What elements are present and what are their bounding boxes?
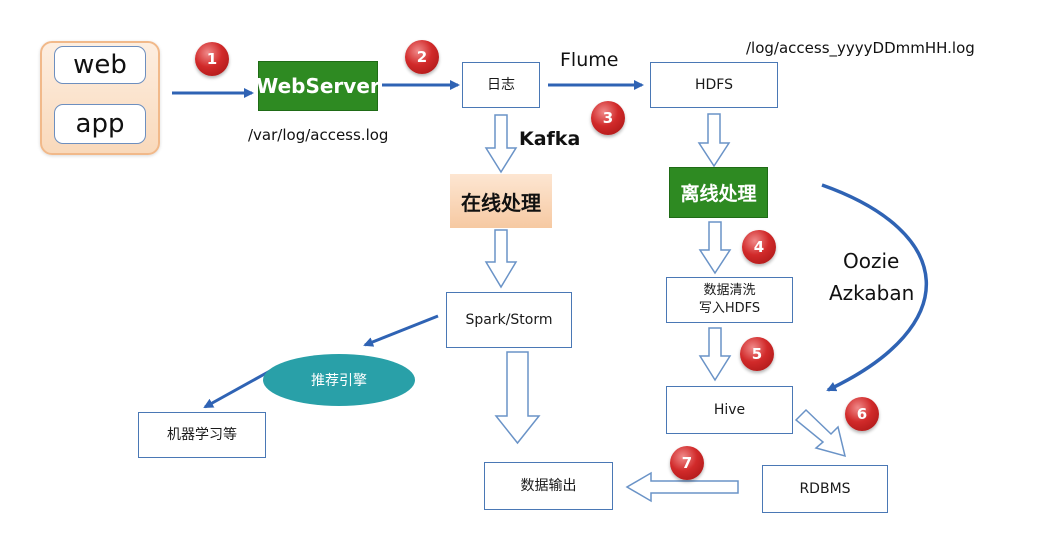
hive-node: Hive bbox=[666, 386, 793, 434]
arrow-scheduler-curve bbox=[821, 183, 928, 392]
step-badge-7: 7 bbox=[670, 446, 704, 480]
web-client: web bbox=[54, 46, 146, 84]
step-badge-1: 1 bbox=[195, 42, 229, 76]
recommend-engine-node: 推荐引擎 bbox=[263, 354, 415, 406]
hdfs-path: /log/access_yyyyDDmmHH.log bbox=[746, 39, 975, 57]
step-badge-3: 3 bbox=[591, 101, 625, 135]
step-badge-6: 6 bbox=[845, 397, 879, 431]
hollow-arrow-online-to-spark bbox=[484, 229, 518, 289]
arrow-recommend-to-ml bbox=[203, 369, 271, 409]
azkaban-label: Azkaban bbox=[829, 281, 915, 305]
offline-processing-node: 离线处理 bbox=[669, 167, 768, 218]
access-log-path: /var/log/access.log bbox=[248, 126, 389, 144]
data-cleaning-node: 数据清洗 写入HDFS bbox=[666, 277, 793, 323]
app-client: app bbox=[54, 104, 146, 144]
oozie-label: Oozie bbox=[843, 249, 900, 273]
machine-learning-node: 机器学习等 bbox=[138, 412, 266, 458]
data-cleaning-line1: 数据清洗 bbox=[703, 283, 756, 299]
hdfs-node: HDFS bbox=[650, 62, 778, 108]
hollow-arrow-clean-to-hive bbox=[698, 327, 732, 382]
arrow-spark-to-recommend bbox=[363, 314, 439, 347]
data-output-node: 数据输出 bbox=[484, 462, 613, 510]
spark-storm-node: Spark/Storm bbox=[446, 292, 572, 348]
flume-label: Flume bbox=[560, 49, 619, 71]
data-cleaning-line2: 写入HDFS bbox=[698, 301, 761, 316]
rdbms-node: RDBMS bbox=[762, 465, 888, 513]
online-processing-node: 在线处理 bbox=[450, 174, 552, 228]
webserver-node: WebServer bbox=[256, 61, 380, 111]
kafka-label: Kafka bbox=[519, 128, 581, 150]
hollow-arrow-rdbms-to-output bbox=[625, 471, 739, 503]
hollow-arrow-hive-to-rdbms bbox=[794, 408, 847, 458]
hollow-arrow-offline-to-clean bbox=[698, 221, 732, 275]
step-badge-2: 2 bbox=[405, 40, 439, 74]
step-badge-4: 4 bbox=[742, 230, 776, 264]
step-badge-5: 5 bbox=[740, 337, 774, 371]
hollow-arrow-log-to-online bbox=[484, 114, 518, 174]
hollow-arrow-hdfs-to-offline bbox=[697, 113, 731, 168]
log-node: 日志 bbox=[462, 62, 540, 108]
hollow-arrow-spark-to-output bbox=[494, 351, 541, 445]
